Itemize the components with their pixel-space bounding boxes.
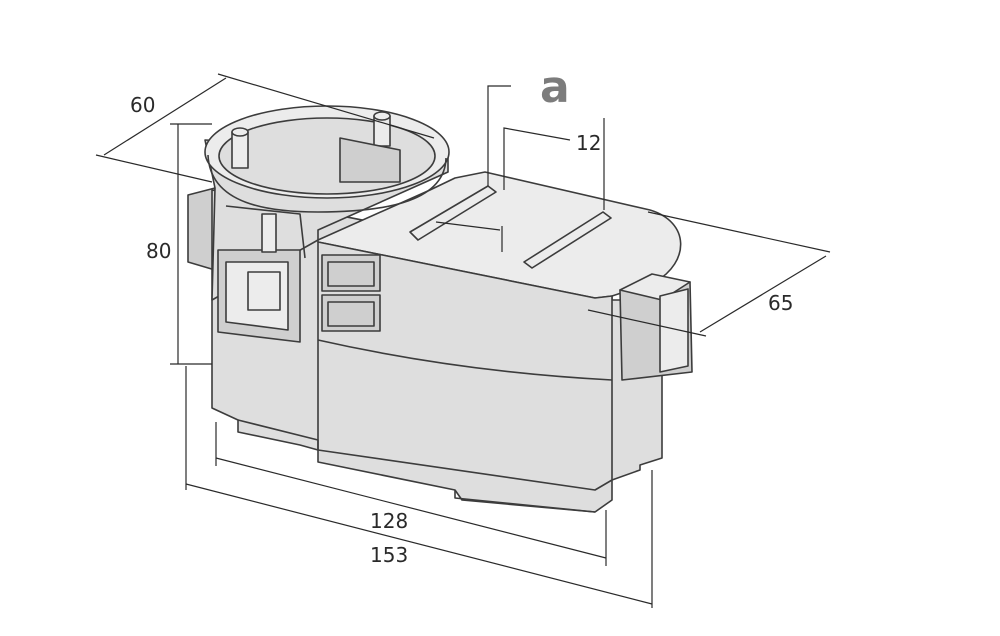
marker-a-leader [487,85,511,186]
dim-label-80: 80 [146,239,171,263]
left-pocket-frame [225,205,306,259]
dim-label-128: 128 [370,509,408,533]
screw-post-right-top [373,111,391,121]
bottom-step-left [237,419,319,450]
dim-153-line [185,483,653,605]
dim-label-153: 153 [370,543,408,567]
left-pocket-stem [261,213,277,253]
dimension-lines [95,73,831,608]
dim-65-line [699,255,827,333]
dim-128-line [215,457,607,559]
top-rail-left [409,185,497,241]
screw-post-left [231,131,249,169]
socket-rib [339,137,401,183]
dim-12-base [435,221,501,231]
knockout-lower-inner [327,301,375,327]
cylinder-wall [207,154,447,213]
knockout-window-lower [321,294,381,332]
dim-60-line [103,77,227,156]
marker-a-label: a [540,62,570,113]
left-pocket-slot [247,271,281,311]
bottom-step-right [454,490,596,513]
dimension-labels: 60 80 a 12 65 128 153 [130,62,793,567]
front-seam [317,339,613,381]
screw-post-left-top [231,127,249,137]
dim-label-65: 65 [768,291,793,315]
dim-65-ext-top [647,211,831,253]
dim-12-ext-left [503,127,571,190]
dim-60-ext-bottom [95,154,213,183]
knockout-window-upper [321,254,381,292]
top-rail-right [523,211,612,269]
right-lug-opening [659,288,689,373]
dim-60-ext-top [217,73,435,139]
cylinder-inner [218,117,436,195]
dim-65-ext-bottom [587,309,707,337]
box-body [187,105,693,513]
right-lug-top [619,273,691,301]
dim-label-12: 12 [576,131,601,155]
left-lug [187,187,216,271]
knockout-upper-inner [327,261,375,287]
left-pocket-inner [225,261,289,331]
dim-label-60: 60 [130,93,155,117]
